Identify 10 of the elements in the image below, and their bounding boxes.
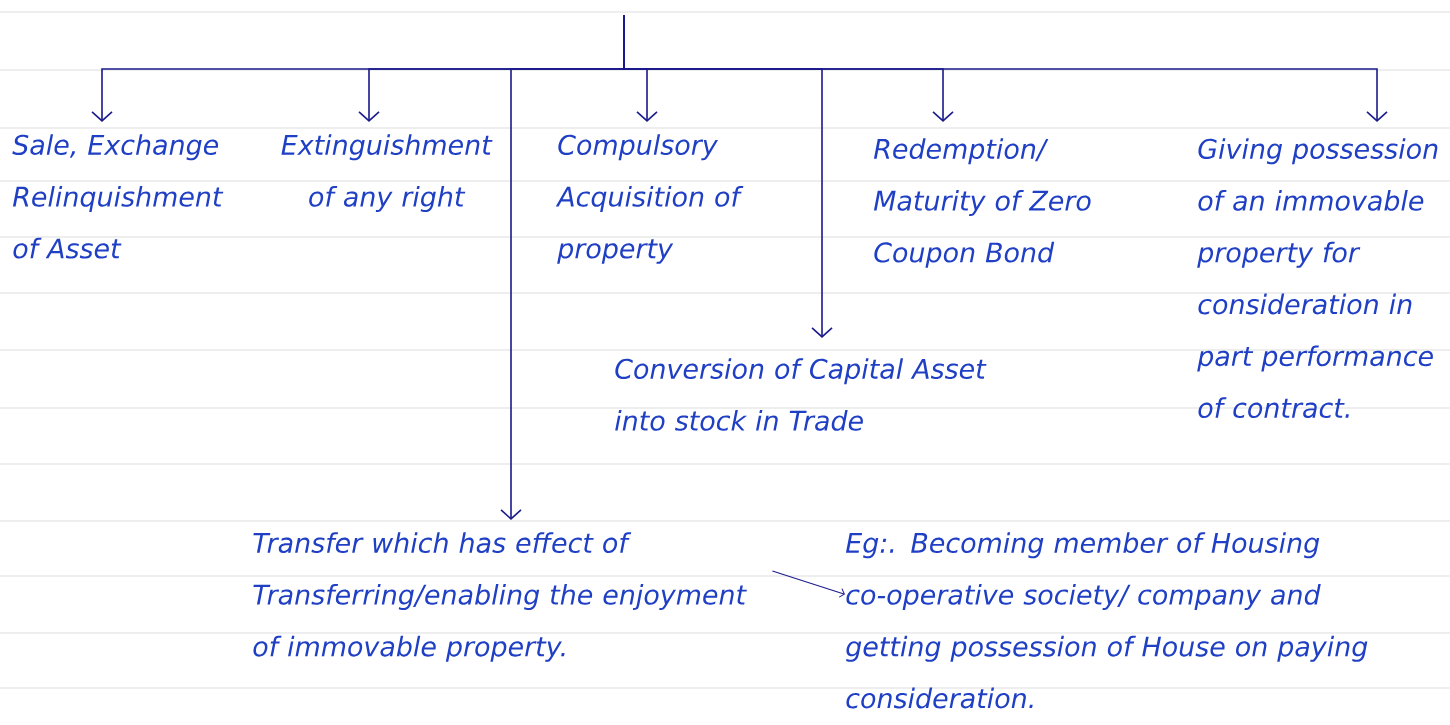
text-label: Giving possession of an immovable property for consideration in part performance of contract. (1197, 138, 1438, 419)
arrow (623, 14, 1388, 122)
text-label: Sale, Exchange Relinquishment of Asset (12, 134, 224, 259)
arrow (771, 570, 845, 598)
text-label: Compulsory Acquisition of property (555, 134, 744, 264)
text-label: Conversion of Capital Asset into stock in Trade (615, 358, 987, 431)
text-label: Transfer which has effect of Transferring/enabling the enjoyment of immovable property. (253, 532, 747, 662)
text-label: Eg:. Becoming member of Housing co-operative society/ company and getting possession of House on paying consideration. (845, 532, 1368, 709)
text-label: Redemption/ Maturity of Zero Coupon Bond (873, 138, 1091, 268)
text-label: Extinguishment of any right (281, 134, 493, 213)
